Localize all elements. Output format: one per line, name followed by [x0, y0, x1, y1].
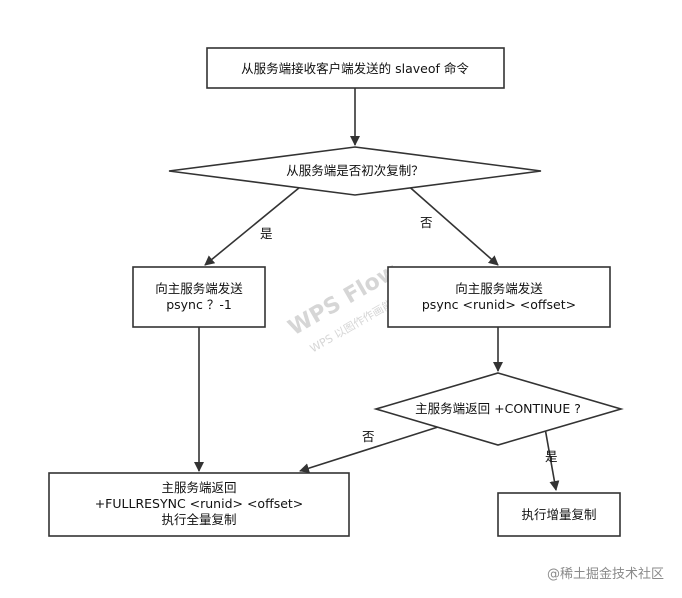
node-send-psync-full-box: [132, 266, 266, 328]
edge-decision-no: [404, 182, 499, 266]
edge-label-continue-no: 否: [362, 429, 375, 444]
footer-credit: @稀土掘金技术社区: [547, 566, 664, 582]
node-full-resync-box: [48, 472, 350, 537]
node-receive-slaveof-box: [206, 47, 505, 89]
node-partial-resync-text: 执行增量复制: [521, 507, 596, 522]
edge-continue-no: [299, 426, 439, 474]
node-continue-text: 主服务端返回 +CONTINUE ?: [415, 401, 581, 416]
node-first-replication-text: 从服务端是否初次复制？: [286, 163, 424, 178]
node-send-psync-full-line1: 向主服务端发送: [155, 281, 243, 296]
edge-continue-yes: [544, 427, 560, 491]
edge-label-first-yes: 是: [260, 226, 273, 241]
node-first-replication-diamond: [168, 146, 542, 196]
node-send-psync-partial-line1: 向主服务端发送: [455, 281, 543, 296]
node-receive-slaveof-text: 从服务端接收客户端发送的 slaveof 命令: [241, 61, 469, 76]
node-send-psync-full-line2: psync ？-1: [166, 297, 232, 312]
node-full-resync-line1: 主服务端返回: [161, 480, 236, 495]
edge-decision-yes: [204, 182, 306, 266]
node-full-resync-line2: +FULLRESYNC <runid> <offset>: [95, 496, 304, 511]
node-continue-diamond: [373, 372, 624, 446]
edge-label-continue-yes: 是: [545, 449, 558, 464]
edge-label-first-no: 否: [420, 215, 433, 230]
node-send-psync-partial-line2: psync <runid> <offset>: [422, 297, 576, 312]
node-full-resync-line3: 执行全量复制: [161, 512, 236, 527]
node-send-psync-partial-box: [387, 266, 611, 328]
node-partial-resync-box: [497, 492, 621, 537]
